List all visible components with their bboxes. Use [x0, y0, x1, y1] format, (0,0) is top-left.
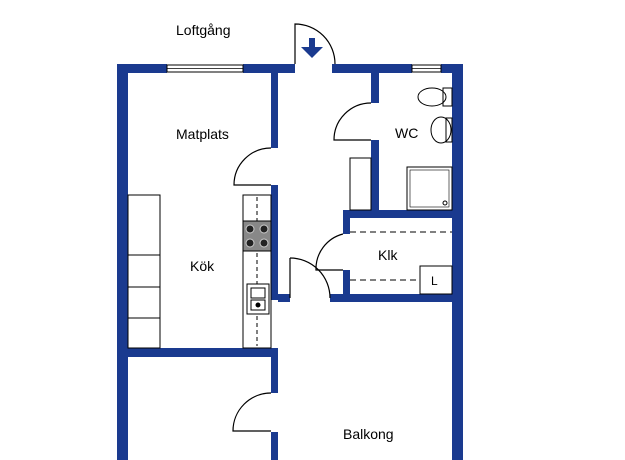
wc-fixtures [406, 87, 453, 211]
balcony-left-wall-upper [271, 357, 278, 393]
door-balcony [232, 392, 272, 432]
room-label-klk: Klk [378, 247, 398, 263]
kitchen-left-counter [127, 194, 161, 349]
top-wall-right [332, 64, 412, 73]
klk-left-wall-upper [343, 210, 350, 234]
toilet [417, 87, 447, 107]
klk-left-wall-lower [343, 270, 350, 300]
doors [232, 23, 372, 432]
walls [117, 64, 463, 460]
room-label-loftgang: Loftgång [176, 22, 231, 38]
room-label-wc: WC [395, 125, 419, 141]
kitchen-wall-upper [271, 73, 278, 148]
kitchen-bottom-wall [128, 348, 278, 357]
wc-sink [430, 116, 452, 144]
right-wall [452, 64, 463, 460]
wc-bottom-wall [343, 210, 452, 218]
kitchen-right-counter [242, 194, 272, 349]
windows [166, 64, 442, 73]
door-hall [289, 257, 331, 299]
room-label-balkong: Balkong [343, 426, 394, 442]
klk-shelf-label: L [431, 274, 438, 288]
klk-bottom-wall [330, 294, 452, 302]
shower [406, 166, 453, 211]
entrance-arrow-icon [301, 38, 323, 58]
door-kitchen [233, 147, 272, 186]
room-label-kok: Kök [190, 258, 215, 274]
top-wall-left [117, 64, 167, 73]
wc-left-wall-lower [371, 140, 379, 215]
left-wall [117, 64, 128, 460]
klk-shelf [350, 231, 453, 295]
kitchen-fixtures [127, 194, 272, 349]
top-wall-mid [243, 64, 295, 73]
hall-cabinet [349, 157, 372, 211]
hall-bottom-wall [278, 294, 290, 302]
door-wc [333, 102, 372, 141]
door-klk [315, 233, 344, 271]
door-entrance [294, 23, 336, 65]
room-label-matplats: Matplats [176, 126, 229, 142]
balcony-left-wall-lower [271, 432, 278, 460]
wc-left-wall-upper [371, 73, 379, 103]
kitchen-wall-lower [271, 185, 278, 300]
